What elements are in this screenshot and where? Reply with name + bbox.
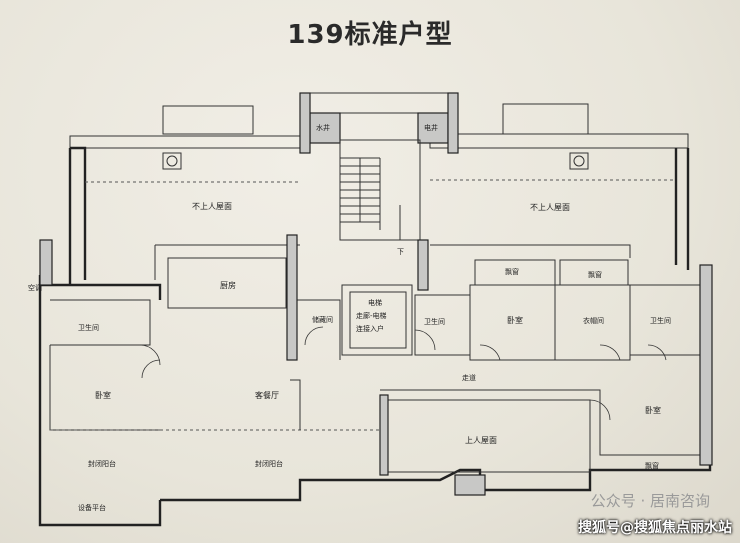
right-roof-parapet (429, 133, 689, 149)
left-roof-wall (68, 146, 87, 285)
bath-left-walls (50, 299, 151, 346)
bedroom-left-label: 卧室 (95, 390, 111, 400)
column-3 (286, 234, 298, 361)
bath-left-door (139, 344, 161, 366)
bath-right-door (647, 344, 667, 361)
storage-walls (290, 299, 341, 360)
corridor-label: 走道 (462, 373, 476, 382)
plan-title: 139标准户型 (287, 20, 453, 50)
elec-well-label: 电井 (424, 123, 438, 132)
bedroom-left-walls (49, 345, 160, 431)
window-3-label: 飘窗 (645, 461, 659, 470)
water-well-box (309, 112, 341, 144)
bedroom-mid-label: 卧室 (507, 315, 523, 325)
balcony-mid-label: 封闭阳台 (255, 459, 283, 468)
window-1-label: 飘窗 (505, 267, 519, 276)
left-roof-edge (154, 244, 300, 280)
watermark: 公众号 · 居南咨询 (590, 492, 710, 510)
living-wall (290, 379, 301, 430)
cloak-door (599, 344, 621, 361)
column-4 (417, 239, 429, 291)
elevator-label-1: 电梯 (368, 298, 382, 307)
kitchen-label: 厨房 (220, 280, 236, 290)
kitchen-walls (167, 257, 287, 309)
fan-icon (162, 152, 182, 170)
column-7 (454, 474, 486, 496)
north-left-wall (40, 283, 162, 300)
bedroom-left-door (141, 359, 161, 379)
column-1 (299, 92, 311, 154)
storage-label: 储藏间 (312, 315, 333, 324)
roof-right-label: 不上人屋面 (530, 203, 570, 212)
elevator-lobby-outer (341, 284, 413, 356)
down-label: 下 (397, 248, 404, 256)
bath-mid-label: 卫生间 (424, 317, 445, 326)
ac-left-label: 空调 (28, 283, 42, 292)
bedroom-mid-door (479, 344, 501, 361)
left-roof-parapet (69, 135, 309, 149)
top-right-terrace (502, 103, 589, 135)
storage-door (304, 326, 324, 346)
elevator-lobby-inner (349, 291, 407, 349)
platform-label: 设备平台 (78, 503, 106, 512)
balcony-left-label: 封闭阳台 (88, 459, 116, 468)
column-5 (39, 239, 53, 286)
column-2 (447, 92, 459, 154)
stair-top (302, 92, 456, 114)
cloak-label: 衣帽间 (583, 316, 604, 325)
corridor-walls (380, 389, 710, 456)
elevator-label-3: 连接入户 (356, 324, 384, 333)
fan-icon (569, 152, 589, 170)
south-facade-left (38, 275, 390, 527)
elec-well-box (417, 112, 449, 144)
window-2-label: 飘窗 (588, 270, 602, 279)
column-6 (699, 264, 713, 466)
terrace-wall-left (379, 394, 389, 476)
south-facade-right (480, 265, 712, 492)
living-label: 客餐厅 (255, 390, 279, 400)
water-well-label: 水井 (316, 123, 330, 132)
top-left-terrace (162, 105, 254, 135)
roof-left-label: 不上人屋面 (192, 202, 232, 211)
right-roof-wall (674, 148, 690, 270)
bath-left-label: 卫生间 (78, 323, 99, 332)
bath-mid-door (414, 329, 436, 351)
bedroom-right-door (589, 399, 611, 421)
bath-right-label: 卫生间 (650, 316, 671, 325)
bedroom-right-label: 卧室 (645, 405, 661, 415)
stair-treads (340, 157, 381, 230)
elevator-label-2: 走廊-电梯 (356, 311, 387, 320)
right-roof-edge (430, 244, 631, 258)
watermark-source: 搜狐号@搜狐焦点丽水站 (578, 520, 732, 536)
terrace-label: 上人屋面 (465, 436, 497, 445)
